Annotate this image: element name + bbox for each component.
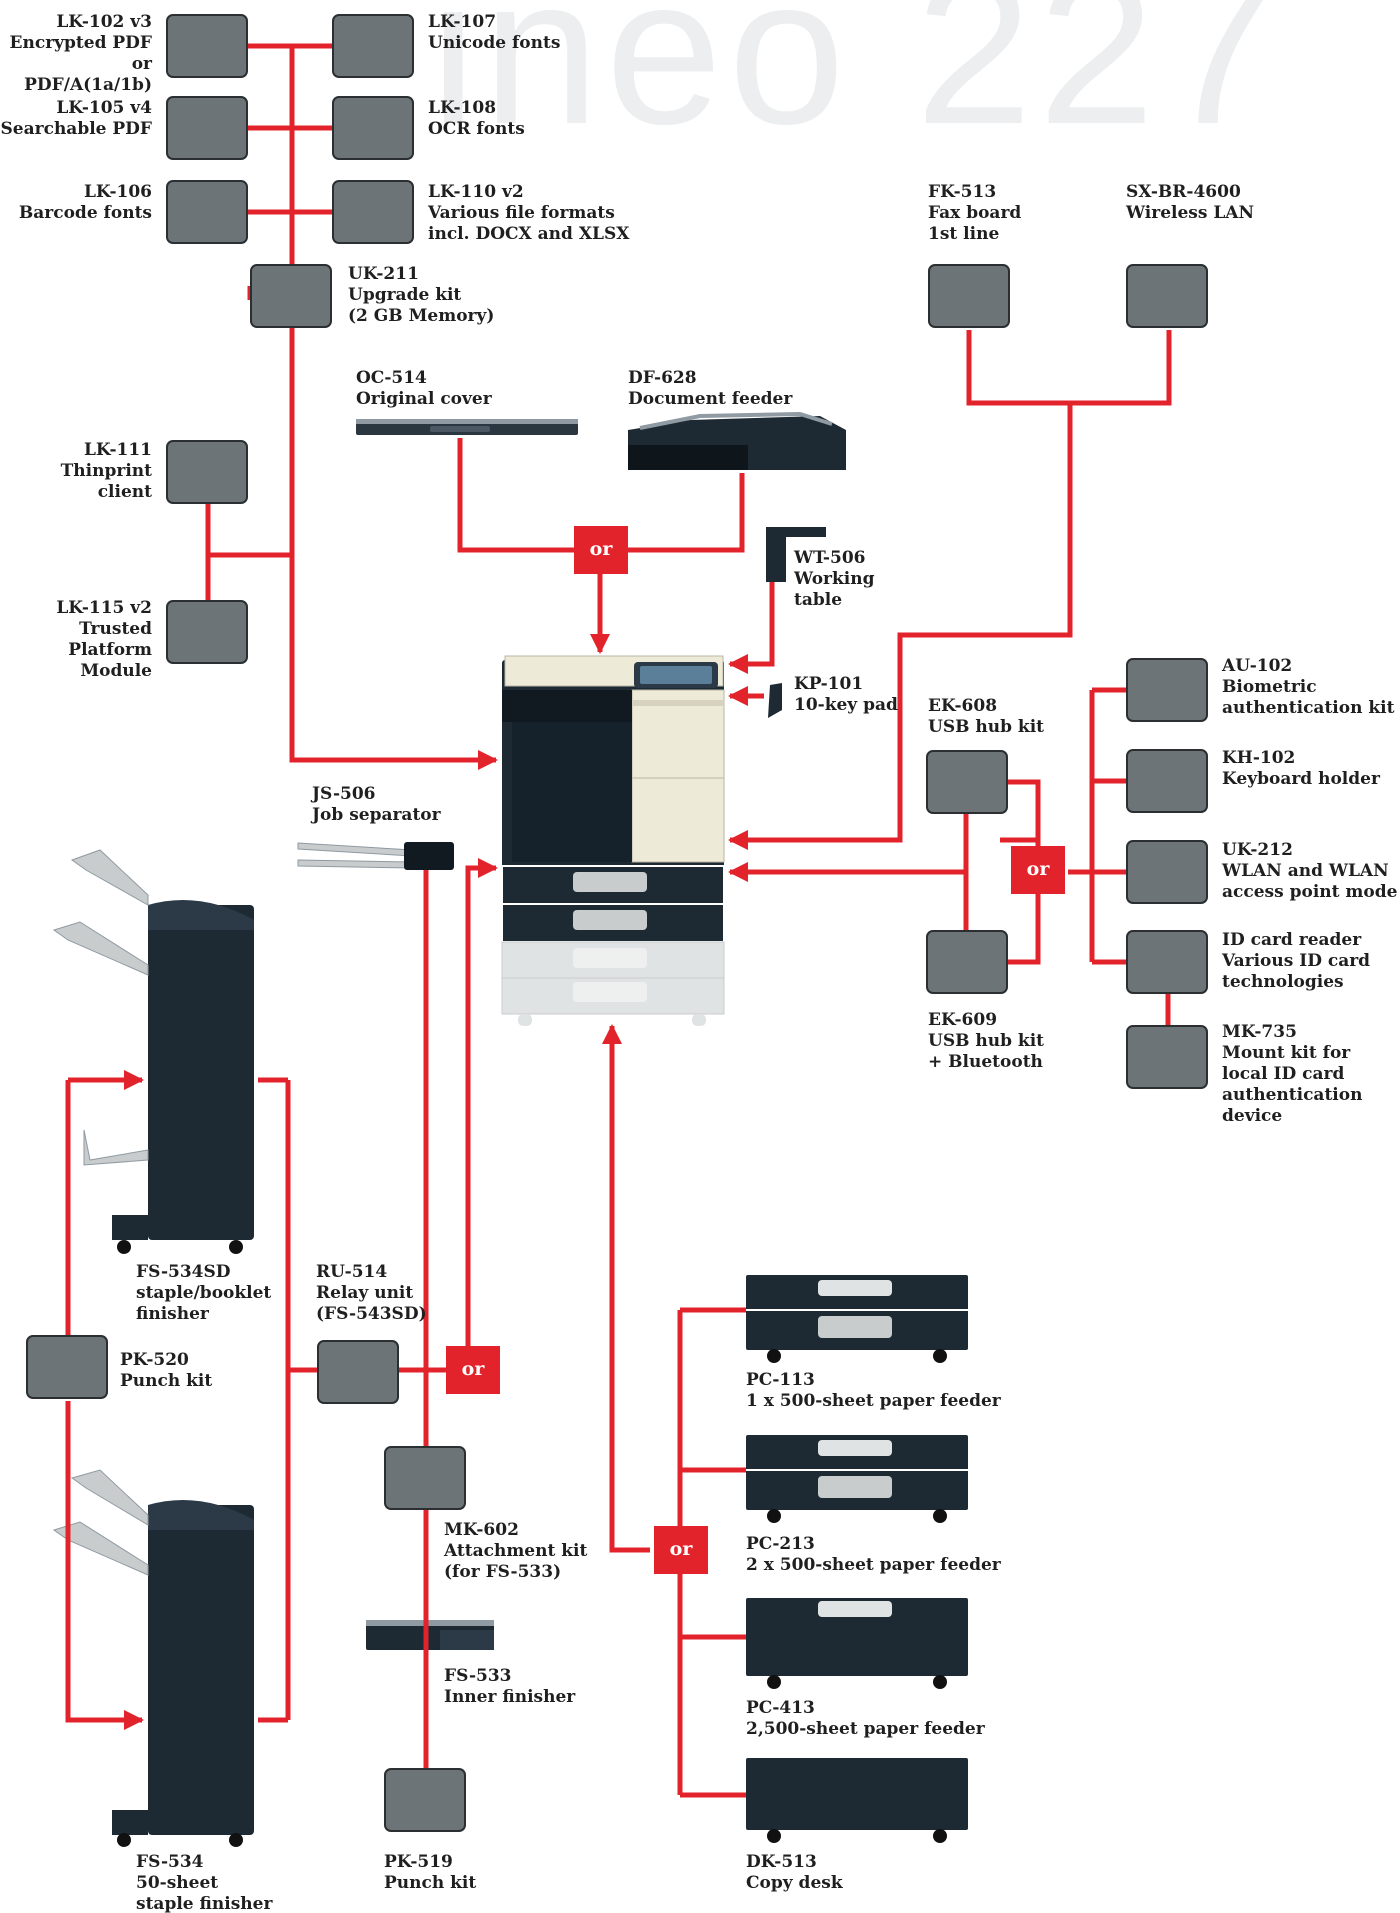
label-lk115: LK-115 v2 Trusted Platform Module: [56, 598, 152, 681]
ek609-box: [926, 930, 1008, 994]
label-lk111: LK-111 Thinprint client: [60, 440, 152, 502]
pk519-box: [384, 1768, 466, 1832]
label-au102: AU-102 Biometric authentication kit: [1222, 656, 1395, 718]
mk602-box: [384, 1446, 466, 1510]
watermark: ineo 227: [430, 0, 1284, 168]
fs534sd-device: [52, 849, 254, 1254]
label-pc213: PC-213 2 x 500-sheet paper feeder: [746, 1534, 1001, 1575]
lk102-box: [166, 14, 248, 78]
label-ek609: EK-609 USB hub kit + Bluetooth: [928, 1010, 1045, 1072]
lk106-box: [166, 180, 248, 244]
lk108-box: [332, 96, 414, 160]
kh102-box: [1126, 749, 1208, 813]
label-kp101: KP-101 10-key pad: [794, 674, 898, 715]
mk735-box: [1126, 1025, 1208, 1089]
au102-box: [1126, 658, 1208, 722]
js506-device: [297, 842, 454, 870]
lk115-box: [166, 600, 248, 664]
label-pc413: PC-413 2,500-sheet paper feeder: [746, 1698, 985, 1739]
connector-lines: [65, 43, 1172, 1830]
label-js506: JS-506 Job separator: [312, 784, 441, 825]
label-idcard: ID card reader Various ID card technolog…: [1222, 930, 1371, 992]
label-mk735: MK-735 Mount kit for local ID card authe…: [1222, 1022, 1363, 1126]
df628-device: [628, 411, 846, 470]
label-ek608: EK-608 USB hub kit: [928, 696, 1045, 737]
label-lk108: LK-108 OCR fonts: [428, 98, 525, 139]
label-oc514: OC-514 Original cover: [356, 368, 492, 409]
pc413-device: [746, 1598, 968, 1689]
pk520-box: [26, 1335, 108, 1399]
ru514-box: [317, 1340, 399, 1404]
lk111-box: [166, 440, 248, 504]
label-uk212: UK-212 WLAN and WLAN access point mode: [1222, 840, 1398, 902]
label-fs534: FS-534 50-sheet staple finisher: [136, 1852, 273, 1913]
label-lk105: LK-105 v4 Searchable PDF: [0, 98, 152, 139]
label-fk513: FK-513 Fax board 1st line: [928, 182, 1022, 244]
pc113-device: [746, 1275, 968, 1363]
label-fs534sd: FS-534SD staple/booklet finisher: [136, 1262, 272, 1324]
label-fs533: FS-533 Inner finisher: [444, 1666, 576, 1707]
label-lk107: LK-107 Unicode fonts: [428, 12, 561, 53]
label-pk519: PK-519 Punch kit: [384, 1852, 477, 1893]
or-badge-feeder: or: [654, 1526, 708, 1574]
label-lk110: LK-110 v2 Various file formats incl. DOC…: [428, 182, 630, 244]
label-pc113: PC-113 1 x 500-sheet paper feeder: [746, 1370, 1001, 1411]
fs534-device: [52, 1469, 254, 1847]
lk105-box: [166, 96, 248, 160]
fk513-box: [928, 264, 1010, 328]
sxbr-box: [1126, 264, 1208, 328]
label-kh102: KH-102 Keyboard holder: [1222, 748, 1380, 789]
dk513-device: [746, 1758, 968, 1843]
fs533-device: [366, 1620, 494, 1650]
or-badge-finisher: or: [446, 1346, 500, 1394]
label-uk211: UK-211 Upgrade kit (2 GB Memory): [348, 264, 495, 326]
kp101-device: [768, 683, 782, 718]
label-wt506: WT-506 Working table: [794, 548, 875, 610]
label-ru514: RU-514 Relay unit (FS-543SD): [316, 1262, 427, 1324]
uk211-box: [250, 264, 332, 328]
lk107-box: [332, 14, 414, 78]
label-lk102: LK-102 v3 Encrypted PDF or PDF/A(1a/1b): [9, 12, 152, 95]
idcard-box: [1126, 930, 1208, 994]
label-sxbr: SX-BR-4600 Wireless LAN: [1126, 182, 1255, 223]
or-badge-usb: or: [1011, 846, 1065, 894]
uk212-box: [1126, 840, 1208, 904]
ek608-box: [926, 750, 1008, 814]
wt506-device: [766, 527, 826, 582]
mfp-device: [501, 655, 725, 1026]
label-pk520: PK-520 Punch kit: [120, 1350, 213, 1391]
label-df628: DF-628 Document feeder: [628, 368, 793, 409]
label-mk602: MK-602 Attachment kit (for FS-533): [444, 1520, 588, 1582]
label-dk513: DK-513 Copy desk: [746, 1852, 843, 1893]
oc514-device: [356, 419, 578, 435]
or-badge-cover: or: [574, 526, 628, 574]
pc213-device: [746, 1435, 968, 1523]
lk110-box: [332, 180, 414, 244]
label-lk106: LK-106 Barcode fonts: [18, 182, 152, 223]
